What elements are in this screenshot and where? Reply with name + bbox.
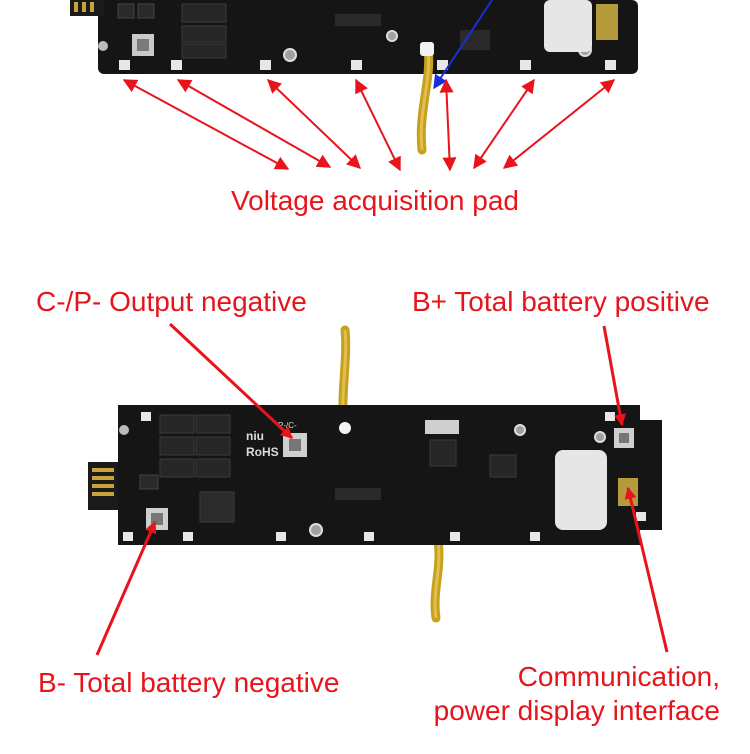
voltage-acquisition-pad-label: Voltage acquisition pad bbox=[231, 185, 519, 216]
pointer-lines bbox=[95, 322, 669, 656]
communication-label-line1: Communication, bbox=[517, 661, 720, 692]
top-pcb-board bbox=[70, 0, 638, 155]
total-negative-label: B- Total battery negative bbox=[38, 667, 340, 698]
blue-arrow bbox=[433, 0, 493, 90]
output-negative-label: C-/P- Output negative bbox=[36, 286, 307, 317]
board-brand-mark: niu bbox=[246, 429, 264, 443]
communication-label-line2: power display interface bbox=[433, 695, 720, 726]
board-rohs-mark: RoHS bbox=[246, 445, 279, 459]
communication-interface-label: Communication, power display interface bbox=[434, 660, 720, 728]
total-positive-label: B+ Total battery positive bbox=[412, 286, 710, 317]
bottom-pcb-board bbox=[88, 325, 662, 623]
voltage-pad-arrows bbox=[122, 78, 616, 172]
board-terminal-mark: P-/C- bbox=[278, 421, 297, 430]
